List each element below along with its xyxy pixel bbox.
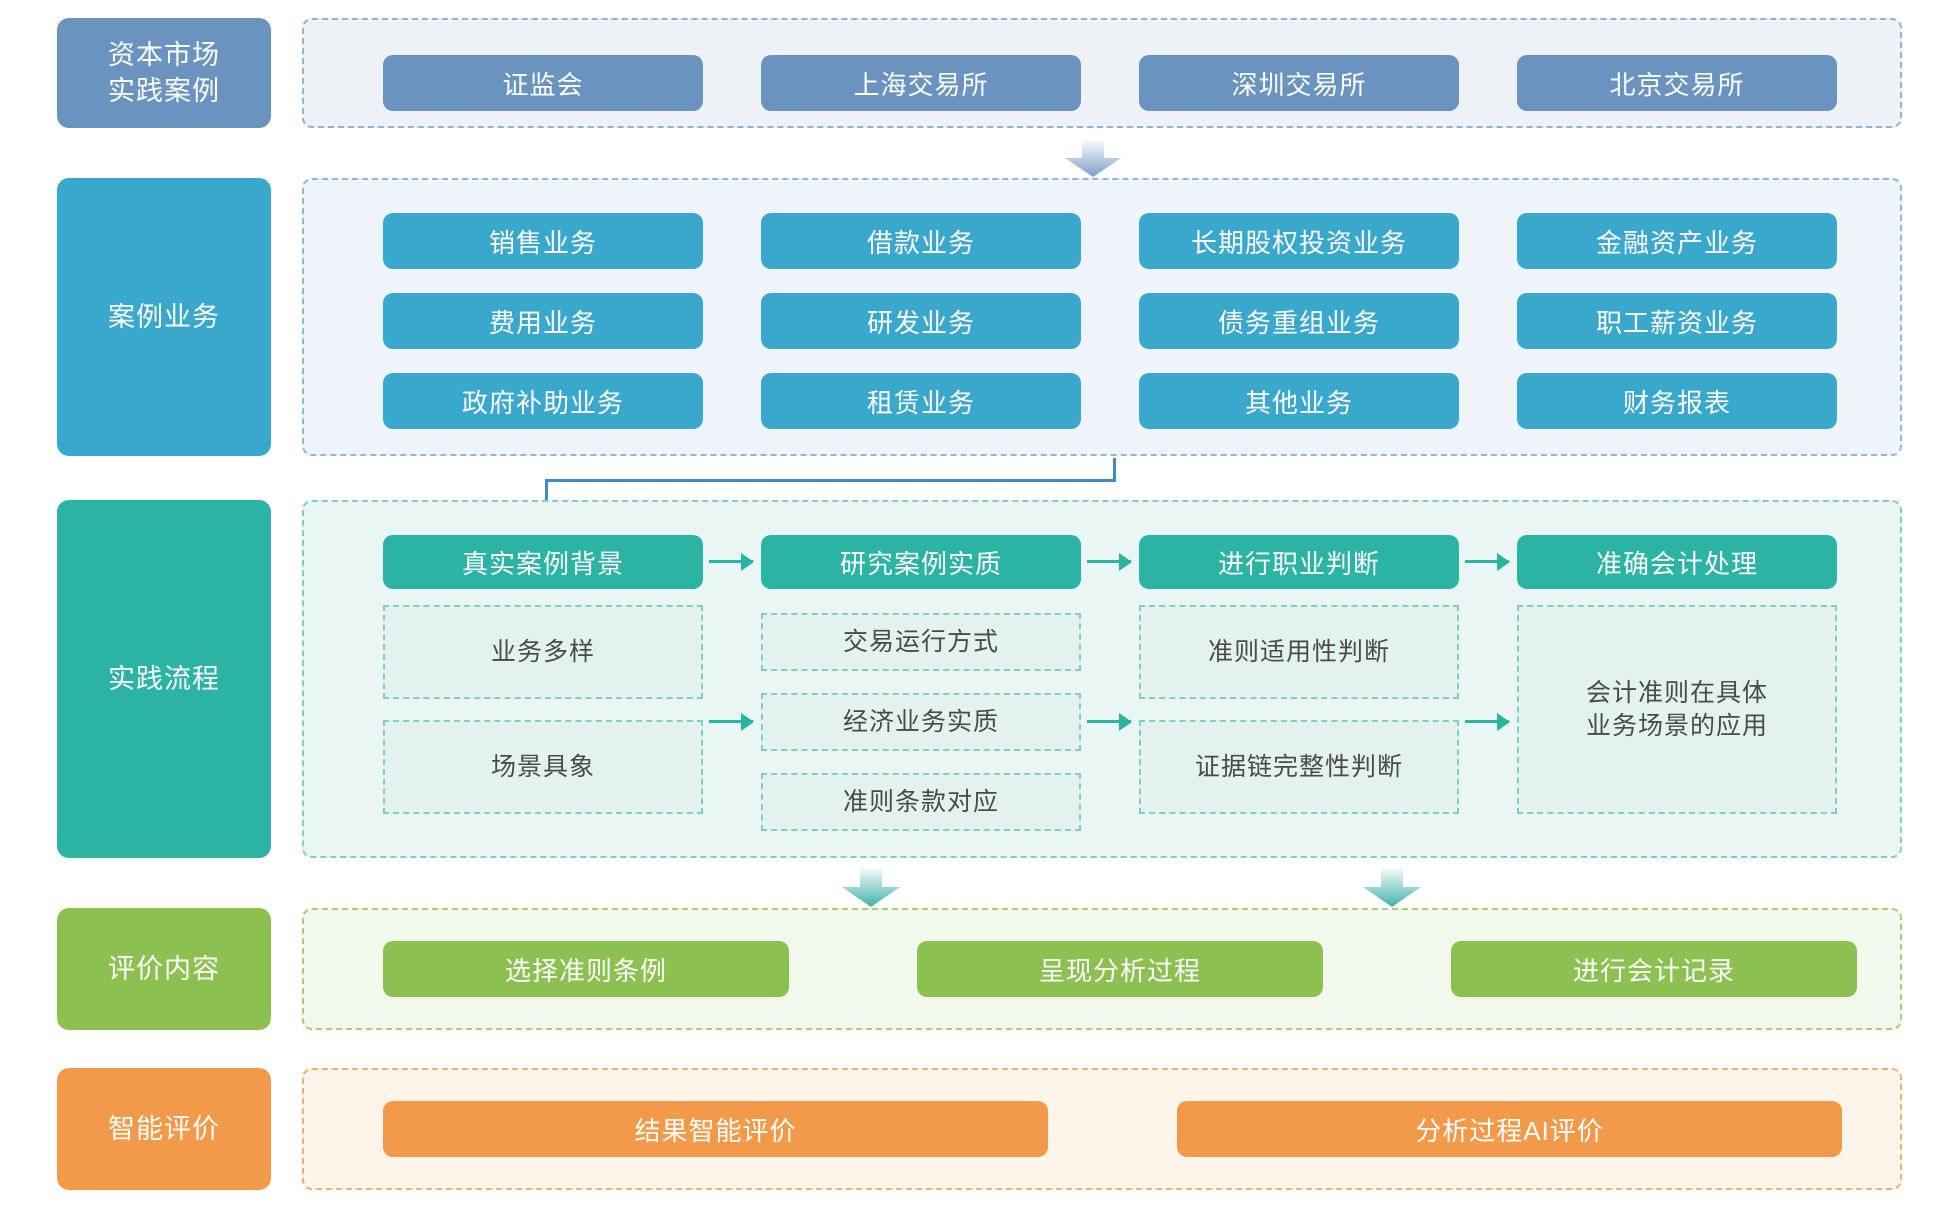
- case-business-item-rd[interactable]: 研发业务: [761, 293, 1081, 349]
- row-label-evaluation-content: 评价内容: [57, 908, 271, 1030]
- capital-market-item-label: 上海交易所: [853, 69, 989, 100]
- capital-market-item-label: 北京交易所: [1609, 69, 1745, 100]
- case-business-item-label: 借款业务: [866, 227, 975, 258]
- flow-detail-standard-clause-mapping: 准则条款对应: [761, 773, 1081, 831]
- case-business-item-label: 销售业务: [488, 227, 597, 258]
- flow-detail-label: 准则条款对应: [842, 787, 999, 816]
- flow-step-label: 研究案例实质: [839, 548, 1002, 579]
- case-business-item-label: 政府补助业务: [461, 387, 624, 418]
- flow-step-study-case-substance[interactable]: 研究案例实质: [761, 535, 1081, 589]
- evaluation-item-present-analysis[interactable]: 呈现分析过程: [917, 941, 1323, 997]
- case-business-item-label: 其他业务: [1244, 387, 1353, 418]
- case-business-item-long-term-equity[interactable]: 长期股权投资业务: [1139, 213, 1459, 269]
- flow-detail-label: 准则适用性判断: [1207, 637, 1390, 666]
- capital-market-item-label: 深圳交易所: [1231, 69, 1367, 100]
- evaluation-item-label: 进行会计记录: [1572, 955, 1735, 986]
- intelligent-evaluation-item-ai-process[interactable]: 分析过程AI评价: [1177, 1101, 1842, 1157]
- elbow-connector-right-segment: [1113, 458, 1116, 482]
- flow-detail-evidence-chain-integrity: 证据链完整性判断: [1139, 720, 1459, 814]
- case-business-item-borrowing[interactable]: 借款业务: [761, 213, 1081, 269]
- case-business-item-employee-compensation[interactable]: 职工薪资业务: [1517, 293, 1837, 349]
- row-label-evaluation-content-text: 评价内容: [108, 953, 220, 984]
- down-arrow-teal-right-icon: [1361, 866, 1423, 908]
- case-business-item-financial-statements[interactable]: 财务报表: [1517, 373, 1837, 429]
- flow-detail-label: 交易运行方式: [842, 627, 999, 656]
- flow-detail-label: 证据链完整性判断: [1194, 752, 1403, 781]
- flow-arrow-step2-step3-icon: [1087, 560, 1131, 563]
- case-business-item-label: 租赁业务: [866, 387, 975, 418]
- case-business-item-other[interactable]: 其他业务: [1139, 373, 1459, 429]
- flow-detail-standard-applicability: 准则适用性判断: [1139, 605, 1459, 699]
- flow-detail-arrow-col1-col2-icon: [709, 720, 753, 723]
- capital-market-item-bse[interactable]: 北京交易所: [1517, 55, 1837, 111]
- row-label-capital-market-line1: 资本市场: [108, 39, 220, 70]
- flow-arrow-step1-step2-icon: [709, 560, 753, 563]
- case-business-item-leasing[interactable]: 租赁业务: [761, 373, 1081, 429]
- evaluation-item-label: 呈现分析过程: [1038, 955, 1201, 986]
- row-label-practice-flow: 实践流程: [57, 500, 271, 858]
- capital-market-item-csrc[interactable]: 证监会: [383, 55, 703, 111]
- row-label-practice-flow-text: 实践流程: [108, 663, 220, 694]
- flow-step-label: 进行职业判断: [1217, 548, 1380, 579]
- flow-step-professional-judgement[interactable]: 进行职业判断: [1139, 535, 1459, 589]
- flow-detail-label: 经济业务实质: [842, 707, 999, 736]
- down-arrow-blue-icon: [1063, 138, 1123, 178]
- case-business-item-label: 费用业务: [488, 307, 597, 338]
- row-label-capital-market-line2: 实践案例: [108, 76, 220, 106]
- flow-step-accurate-accounting[interactable]: 准确会计处理: [1517, 535, 1837, 589]
- flow-detail-arrow-col2-col3-icon: [1087, 720, 1131, 723]
- row-label-capital-market: 资本市场 实践案例: [57, 18, 271, 128]
- intelligent-evaluation-item-result[interactable]: 结果智能评价: [383, 1101, 1048, 1157]
- flow-detail-arrow-col3-col4-icon: [1465, 720, 1509, 723]
- case-business-item-label: 财务报表: [1622, 387, 1731, 418]
- case-business-item-label: 金融资产业务: [1595, 227, 1758, 258]
- flow-step-real-case-background[interactable]: 真实案例背景: [383, 535, 703, 589]
- flow-detail-concrete-scenario: 场景具象: [383, 720, 703, 814]
- flow-detail-label: 场景具象: [490, 752, 595, 781]
- case-business-item-government-grants[interactable]: 政府补助业务: [383, 373, 703, 429]
- evaluation-item-accounting-record[interactable]: 进行会计记录: [1451, 941, 1857, 997]
- evaluation-item-select-standard[interactable]: 选择准则条例: [383, 941, 789, 997]
- flow-detail-label: 业务多样: [490, 637, 595, 666]
- case-business-item-debt-restructuring[interactable]: 债务重组业务: [1139, 293, 1459, 349]
- flow-detail-standards-application: 会计准则在具体 业务场景的应用: [1517, 605, 1837, 814]
- capital-market-item-label: 证监会: [502, 69, 584, 100]
- row-label-intelligent-evaluation-text: 智能评价: [108, 1113, 220, 1144]
- case-business-item-label: 长期股权投资业务: [1190, 227, 1407, 258]
- case-business-item-label: 债务重组业务: [1217, 307, 1380, 338]
- case-business-item-label: 研发业务: [866, 307, 975, 338]
- flow-detail-label-line1: 会计准则在具体: [1585, 679, 1768, 707]
- intelligent-evaluation-item-label: 结果智能评价: [634, 1115, 797, 1146]
- flow-detail-economic-substance: 经济业务实质: [761, 693, 1081, 751]
- flow-detail-business-diversity: 业务多样: [383, 605, 703, 699]
- flow-step-label: 准确会计处理: [1595, 548, 1758, 579]
- case-business-item-expense[interactable]: 费用业务: [383, 293, 703, 349]
- flow-step-label: 真实案例背景: [461, 548, 624, 579]
- row-label-case-business: 案例业务: [57, 178, 271, 456]
- intelligent-evaluation-item-label: 分析过程AI评价: [1415, 1115, 1604, 1146]
- case-business-item-sales[interactable]: 销售业务: [383, 213, 703, 269]
- case-business-item-label: 职工薪资业务: [1595, 307, 1758, 338]
- elbow-connector-horizontal-segment: [545, 479, 1116, 482]
- flow-detail-label-line2: 业务场景的应用: [1585, 711, 1768, 740]
- row-label-case-business-text: 案例业务: [108, 301, 220, 332]
- capital-market-item-sse[interactable]: 上海交易所: [761, 55, 1081, 111]
- evaluation-item-label: 选择准则条例: [504, 955, 667, 986]
- case-business-item-financial-assets[interactable]: 金融资产业务: [1517, 213, 1837, 269]
- down-arrow-teal-left-icon: [840, 866, 902, 908]
- flow-arrow-step3-step4-icon: [1465, 560, 1509, 563]
- capital-market-item-szse[interactable]: 深圳交易所: [1139, 55, 1459, 111]
- row-label-intelligent-evaluation: 智能评价: [57, 1068, 271, 1190]
- flow-detail-transaction-operation: 交易运行方式: [761, 613, 1081, 671]
